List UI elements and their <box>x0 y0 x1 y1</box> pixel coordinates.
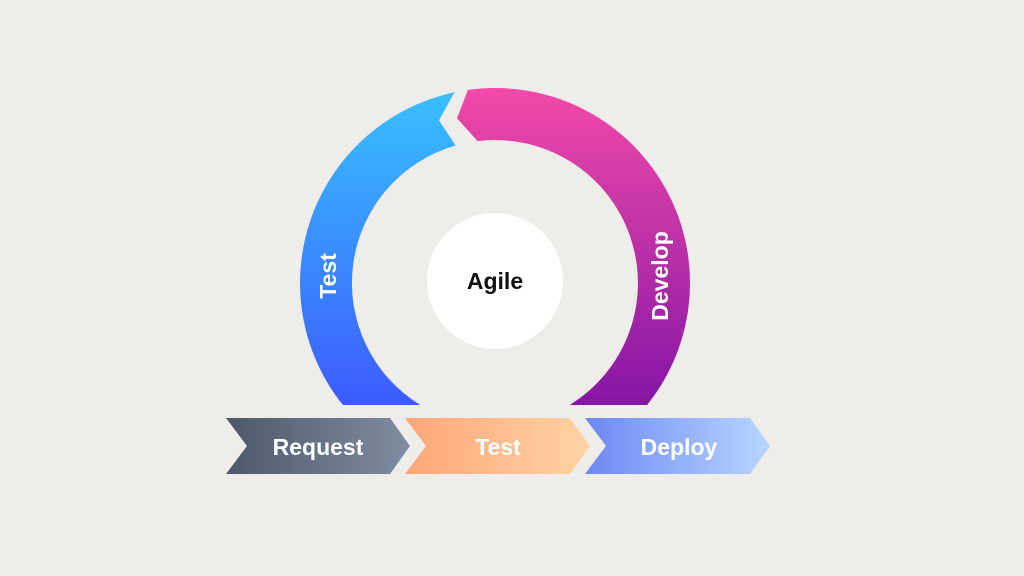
cycle-label-test: Test <box>315 253 341 299</box>
test-cycle-arc <box>300 92 456 406</box>
pipeline-step-deploy <box>585 418 770 474</box>
pipeline-label-request: Request <box>273 434 364 460</box>
pipeline-step-request <box>226 418 410 474</box>
center-circle <box>427 213 563 349</box>
pipeline-step-test <box>405 418 590 474</box>
develop-cycle-arc <box>457 88 690 405</box>
cycle-label-develop: Develop <box>647 231 673 320</box>
pipeline-label-deploy: Deploy <box>641 434 718 460</box>
center-label: Agile <box>467 268 523 294</box>
pipeline-label-test: Test <box>475 434 521 460</box>
